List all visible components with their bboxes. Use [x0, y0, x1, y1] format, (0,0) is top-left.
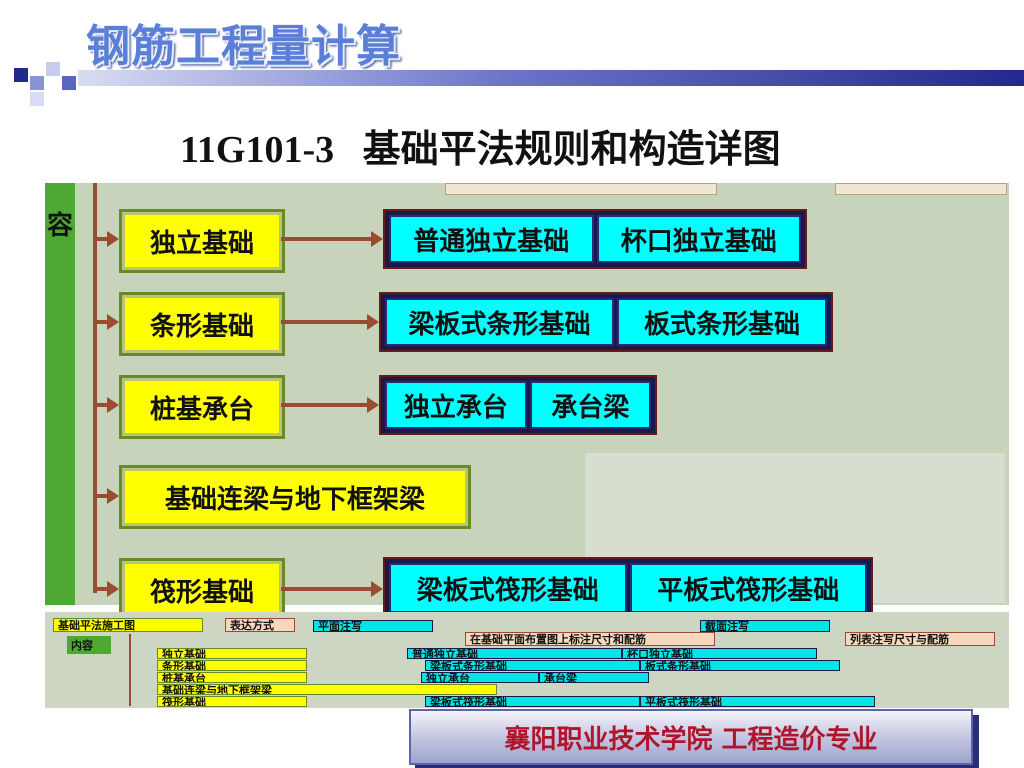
connector-arrow-icon: [371, 231, 383, 247]
overview-plan-label: 平面注写: [313, 620, 433, 632]
overview-category: 独立基础: [157, 648, 307, 659]
subtype-group: 普通独立基础 杯口独立基础: [383, 209, 807, 269]
branch-arrow-icon: [107, 397, 119, 413]
overview-top-label: 基础平法施工图: [53, 618, 203, 632]
subtype-box: 梁板式筏形基础: [389, 563, 627, 613]
paper-decor: [445, 183, 717, 195]
overview-category: 条形基础: [157, 660, 307, 671]
connector-arrow-icon: [367, 314, 379, 330]
overview-category: 筏形基础: [157, 696, 307, 707]
overview-method-label: 表达方式: [225, 618, 295, 632]
branch-arrow-icon: [107, 314, 119, 330]
branch-arrow-icon: [107, 488, 119, 504]
overview-subtype: 梁板式条形基础: [425, 660, 640, 671]
slide-subtitle: 11G101-3 基础平法规则和构造详图: [180, 126, 880, 173]
category-box: 基础连梁与地下框架梁: [119, 465, 471, 529]
subtype-group: 独立承台 承台梁: [379, 375, 657, 435]
overview-subtype: 独立承台: [421, 672, 539, 683]
connector-line: [281, 320, 369, 324]
subtype-box: 平板式筏形基础: [630, 563, 868, 613]
overview-side-label: 内容: [67, 636, 111, 654]
connector-line: [281, 403, 369, 407]
subtype-box: 独立承台: [385, 381, 527, 429]
subtype-box: 承台梁: [530, 381, 651, 429]
overview-subtype: 梁板式筏形基础: [425, 696, 640, 707]
subtype-group: 梁板式筏形基础 平板式筏形基础: [383, 557, 873, 619]
category-box: 独立基础: [119, 209, 285, 273]
decor-square: [14, 68, 28, 82]
overview-subtype: 承台梁: [539, 672, 649, 683]
overview-trunk-line: [129, 634, 131, 706]
decor-square: [62, 76, 76, 90]
overview-diagram: 基础平法施工图 表达方式 平面注写 截面注写 在基础平面布置图上标注尺寸和配筋 …: [45, 612, 1009, 708]
connector-arrow-icon: [367, 397, 379, 413]
subtype-box: 普通独立基础: [389, 215, 594, 263]
decor-square: [46, 62, 60, 76]
connector-arrow-icon: [371, 581, 383, 597]
connector-line: [281, 587, 373, 591]
subtype-box: 板式条形基础: [617, 298, 827, 346]
institution-footer: 襄阳职业技术学院 工程造价专业: [409, 709, 973, 765]
standard-code: 11G101-3: [180, 129, 334, 171]
subtype-box: 杯口独立基础: [597, 215, 802, 263]
side-label: 容: [47, 205, 73, 242]
subtitle-text: 基础平法规则和构造详图: [363, 127, 781, 171]
overview-subtype: 平板式筏形基础: [640, 696, 875, 707]
overview-category: 桩基承台: [157, 672, 307, 683]
category-box: 桩基承台: [119, 375, 285, 439]
branch-arrow-icon: [107, 231, 119, 247]
category-box: 条形基础: [119, 292, 285, 356]
overview-section-label: 截面注写: [700, 620, 830, 632]
subtype-group: 梁板式条形基础 板式条形基础: [379, 292, 833, 352]
paper-decor: [835, 183, 1007, 195]
subtype-box: 梁板式条形基础: [385, 298, 614, 346]
overview-subtype: 杯口独立基础: [622, 648, 817, 659]
decor-square: [30, 76, 44, 90]
overview-subtype: 板式条形基础: [640, 660, 840, 671]
slide-title: 钢筋工程量计算: [86, 10, 401, 74]
connector-line: [281, 237, 373, 241]
overview-category: 基础连梁与地下框架梁: [157, 684, 497, 695]
branch-arrow-icon: [107, 581, 119, 597]
foundation-types-diagram: 容 独立基础 普通独立基础 杯口独立基础 条形基础 梁板式条形基础 板式条形基础…: [45, 183, 1009, 605]
overview-subtype: 普通独立基础: [407, 648, 622, 659]
title-bar: [78, 70, 1024, 86]
trunk-line: [93, 183, 97, 593]
overview-plan-note: 在基础平面布置图上标注尺寸和配筋: [465, 632, 715, 646]
overview-table-note: 列表注写尺寸与配筋: [845, 632, 995, 646]
decor-square: [30, 92, 44, 106]
